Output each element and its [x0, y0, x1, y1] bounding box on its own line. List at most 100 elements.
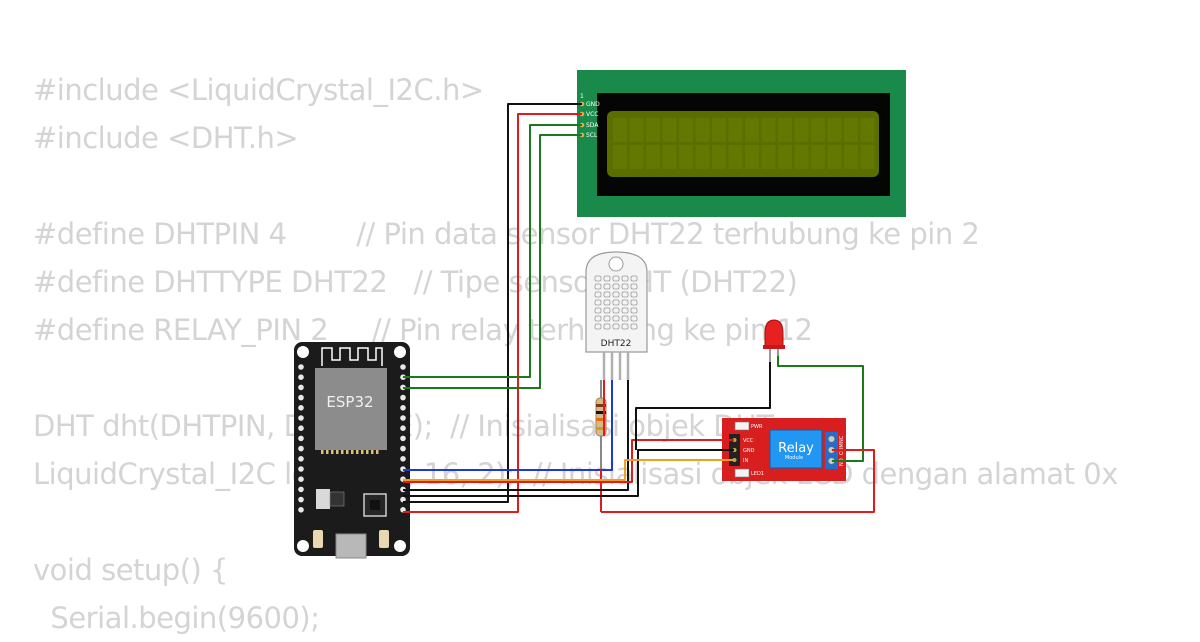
resistor-band: [596, 427, 606, 430]
resistor-band: [596, 404, 606, 407]
lcd-pin-label: SCL: [586, 132, 598, 139]
relay-pin-label: GND: [743, 448, 755, 454]
dht22-vent: [612, 307, 620, 314]
wire-lcd-vcc: [403, 113, 582, 513]
dht22-vent: [603, 315, 611, 322]
code-line: #include <DHT.h>: [33, 121, 299, 155]
esp32-left-header: [298, 364, 304, 513]
relay-coil-box: [769, 429, 823, 469]
dht22-vent: [612, 299, 620, 306]
esp32-button-en[interactable]: [313, 530, 323, 548]
dht22-vent: [612, 275, 620, 282]
relay-screw: [827, 435, 836, 443]
lcd-char-cell: [662, 145, 677, 169]
code-line: void setup() {: [33, 553, 228, 587]
dht22-vent: [621, 307, 629, 314]
dht22-vent: [594, 323, 602, 330]
esp32-right-pin: [400, 445, 406, 452]
lcd-char-cell: [712, 145, 726, 169]
dht22-vent: [603, 275, 611, 282]
dht22-vent: [630, 275, 638, 282]
esp32-module-pin: [356, 450, 359, 454]
relay-led1: [734, 468, 750, 478]
esp32-mount-hole: [297, 346, 309, 358]
dht22-vent: [594, 299, 602, 306]
relay-pin-label: IN: [743, 458, 748, 464]
lcd-char-cell: [860, 118, 875, 142]
dht22-vent-grid: [594, 275, 638, 330]
esp32-left-pin: [298, 496, 304, 503]
esp32-module-pin: [376, 450, 379, 454]
wire-lcd-gnd: [403, 103, 582, 503]
relay-title: Relay: [778, 441, 814, 456]
lcd-char-cell: [679, 145, 693, 169]
esp32-left-pin: [298, 445, 304, 452]
lcd-char-cell: [761, 145, 776, 169]
dht22-vent: [621, 291, 629, 298]
lcd-char-cell: [827, 118, 842, 142]
wire-relay-in: [403, 459, 734, 481]
dht22-vent: [594, 315, 602, 322]
lcd-char-cell: [679, 118, 693, 142]
esp32-right-pin: [400, 394, 406, 401]
dht22-vent: [621, 315, 629, 322]
esp32-left-pin: [298, 394, 304, 401]
relay-pin-label: VCC: [743, 438, 754, 444]
esp32-regulator-tab: [316, 489, 330, 509]
esp32-mount-hole: [394, 346, 406, 358]
dht22-vent: [630, 299, 638, 306]
esp32-label: ESP32: [326, 393, 373, 411]
relay-module[interactable]: PWR LED1 VCC GND IN Relay Module NO COM …: [722, 418, 846, 481]
esp32-left-pin: [298, 405, 304, 411]
lcd-char-cell: [613, 145, 627, 169]
esp32-board[interactable]: ESP32: [294, 342, 410, 559]
dht22-vent: [603, 299, 611, 306]
esp32-antenna: [321, 347, 383, 366]
lcd-char-cell: [629, 118, 644, 142]
esp32-module-pins: [321, 450, 379, 454]
esp32-regulator: [329, 491, 345, 507]
esp32-left-pin: [298, 425, 304, 432]
esp32-left-pin: [298, 374, 304, 381]
lcd-char-cell: [860, 145, 875, 169]
esp32-left-pin: [298, 415, 304, 421]
lcd-char-cell: [646, 118, 660, 142]
dht22-vent: [612, 283, 620, 290]
dht22-vent: [621, 323, 629, 330]
esp32-module-pin: [336, 450, 339, 454]
lcd-char-cell: [794, 145, 809, 169]
esp32-mount-hole: [394, 540, 406, 552]
lcd-pin-label: SDA: [586, 122, 599, 129]
esp32-left-pin: [298, 364, 304, 370]
esp32-left-pin: [298, 384, 304, 391]
dht22-vent: [621, 283, 629, 290]
esp32-module-pin: [326, 450, 329, 454]
esp32-module-shield: [315, 368, 387, 450]
dht22-vent: [594, 275, 602, 282]
esp32-usb-port: [335, 533, 367, 559]
dht22-vent: [612, 323, 620, 330]
relay-out-label: NC: [839, 435, 845, 443]
lcd-char-cell: [745, 118, 759, 142]
esp32-right-pin: [400, 364, 406, 370]
esp32-button-boot[interactable]: [379, 530, 389, 548]
wire-dht-gnd: [403, 380, 629, 491]
esp32-right-pin: [400, 456, 406, 462]
dht22-sensor[interactable]: DHT22: [585, 251, 648, 380]
dht22-vent: [612, 315, 620, 322]
lcd-char-cell: [728, 118, 743, 142]
esp32-usb-chip-core: [370, 500, 380, 510]
red-led[interactable]: [763, 319, 785, 362]
lcd-module[interactable]: 1 GND VCC SDA SCL: [577, 70, 906, 217]
led-rim: [763, 345, 785, 349]
lcd-char-cell: [844, 145, 858, 169]
dht22-vent: [594, 307, 602, 314]
dht22-mount-hole: [608, 256, 624, 272]
esp32-module-pin: [366, 450, 369, 454]
lcd-char-cell: [794, 118, 809, 142]
relay-subtitle: Module: [785, 455, 803, 461]
resistor-band: [596, 418, 606, 421]
wire-led-anode: [777, 356, 864, 462]
resistor-band: [596, 411, 606, 414]
wire-dht-data: [403, 380, 613, 471]
